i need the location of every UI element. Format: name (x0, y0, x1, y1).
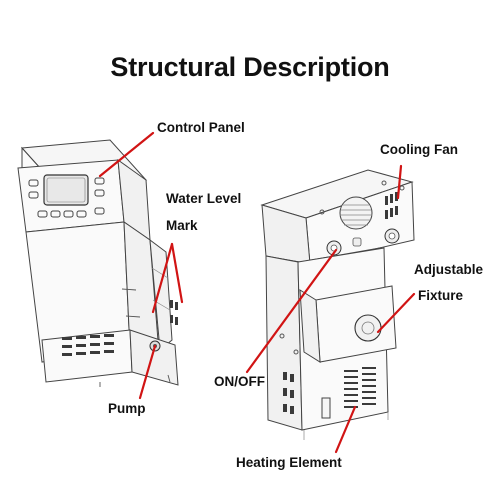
label-adjustable: Adjustable (414, 262, 484, 277)
label-pump: Pump (108, 401, 146, 416)
pointer-control-panel (98, 131, 155, 178)
fixture-knob (354, 314, 382, 342)
pointer-water-level-2 (170, 242, 184, 304)
pointer-heating-element (334, 405, 357, 454)
pointer-pump (138, 344, 157, 400)
display-screen (43, 174, 89, 206)
pointer-water-level-1 (151, 242, 174, 314)
label-water-level: Water Level (166, 191, 242, 206)
label-mark: Mark (166, 218, 198, 233)
label-heating-element: Heating Element (236, 455, 342, 470)
fan-grille (339, 196, 373, 230)
pointer-cooling-fan (396, 164, 403, 200)
pointer-fixture (376, 292, 416, 334)
pointer-lines (98, 131, 416, 454)
label-on-off: ON/OFF (214, 374, 265, 389)
right-device (260, 169, 415, 440)
page-title: Structural Description (110, 52, 390, 82)
label-cooling-fan: Cooling Fan (380, 142, 458, 157)
label-control-panel: Control Panel (157, 120, 245, 135)
pointer-on-off (245, 248, 338, 374)
label-fixture: Fixture (418, 288, 464, 303)
